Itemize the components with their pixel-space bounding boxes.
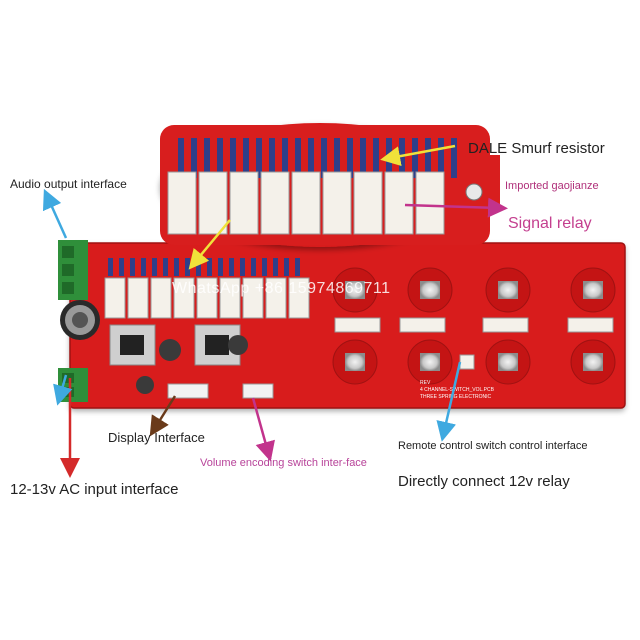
inset-resistor [308, 138, 314, 178]
inset-resistor [321, 138, 327, 178]
inset-relay [291, 171, 321, 235]
inset-resistor [347, 138, 353, 178]
board-relay [173, 277, 195, 319]
jack-pad-bottom-metal [583, 353, 603, 371]
board-relay [150, 277, 172, 319]
inset-resistor [282, 138, 288, 178]
label-direct-relay: Directly connect 12v relay [398, 473, 570, 490]
board-resistor [284, 258, 289, 276]
terminal-block-top [58, 240, 88, 300]
label-remote: Remote control switch control interface [398, 440, 588, 452]
regulator-heatsinks [109, 324, 248, 394]
inset-resistor-row [178, 138, 457, 178]
board-relay [104, 277, 126, 319]
board-resistor [229, 258, 234, 276]
board-resistor [207, 258, 212, 276]
inset-resistor [256, 138, 262, 178]
inset-resistor [425, 138, 431, 178]
inset-resistor [269, 138, 275, 178]
inset-resistor [438, 138, 444, 178]
board-resistor [185, 258, 190, 276]
capacitor [60, 300, 100, 340]
board-rev-text: REV [420, 380, 431, 386]
jack-pad-top-metal [583, 281, 603, 299]
board-maker-text: THREE SPRING ELECTRONIC [420, 394, 492, 400]
inset-resistor [373, 138, 379, 178]
inset-relay [260, 171, 290, 235]
watermark: WhatsApp +86 15974869711 [172, 280, 391, 297]
board-relay-row [104, 277, 310, 319]
inset-resistor [360, 138, 366, 178]
jack-pad-bottom-metal [345, 353, 365, 371]
jack-pad-bottom-metal [420, 353, 440, 371]
jack-pad-top-metal [498, 281, 518, 299]
inset-relay [198, 171, 228, 235]
board-resistor [163, 258, 168, 276]
inset-relay [353, 171, 383, 235]
label-imported: Imported gaojianze [505, 180, 599, 192]
board-resistor [152, 258, 157, 276]
board-relay [127, 277, 149, 319]
board-name-text: 4 CHANNEL-SWITCH_VOL.PCB [420, 387, 495, 393]
board-silkscreen: REV 4 CHANNEL-SWITCH_VOL.PCB THREE SPRIN… [420, 380, 495, 400]
inset-resistor [243, 138, 249, 178]
inset-resistor [191, 138, 197, 178]
board-resistor [130, 258, 135, 276]
inset-resistor [334, 138, 340, 178]
board-relay [265, 277, 287, 319]
inset-resistor [451, 138, 457, 178]
label-ac-input: 12-13v AC input interface [10, 481, 179, 498]
label-signal-relay: Signal relay [508, 215, 592, 232]
board-resistor [240, 258, 245, 276]
inset-relay [229, 171, 259, 235]
inset-resistor [295, 138, 301, 178]
label-audio-output: Audio output interface [10, 177, 127, 191]
label-dale-resistor: DALE Smurf resistor [468, 140, 605, 157]
jack-pad-top-metal [420, 281, 440, 299]
callout-arrows [42, 144, 508, 478]
board-resistor [108, 258, 113, 276]
board-relay [242, 277, 264, 319]
board-resistor [262, 258, 267, 276]
inset-relay [415, 171, 445, 235]
board-relay [196, 277, 218, 319]
board-relay [219, 277, 241, 319]
inset-relay-row [167, 171, 445, 235]
signal-relays [334, 317, 614, 370]
board-relay [288, 277, 310, 319]
label-volume: Volume encoding switch inter-face [200, 457, 367, 469]
board-resistor [218, 258, 223, 276]
inset-resistor [230, 138, 236, 178]
jack-pad-bottom-metal [498, 353, 518, 371]
board-resistor [174, 258, 179, 276]
board-resistor [251, 258, 256, 276]
board-resistor-row [108, 258, 300, 276]
inset-resistor [204, 138, 210, 178]
jack-pad-top-metal [345, 281, 365, 299]
inset-relay [167, 171, 197, 235]
display-connector [167, 383, 274, 399]
inset-relay [322, 171, 352, 235]
inset-resistor [412, 138, 418, 178]
board-resistor [295, 258, 300, 276]
inset-resistor [217, 138, 223, 178]
board-resistor [119, 258, 124, 276]
board-resistor [273, 258, 278, 276]
output-jack-pads [332, 267, 616, 385]
board-resistor [141, 258, 146, 276]
label-display: Display Interface [108, 430, 205, 445]
inset-resistor [399, 138, 405, 178]
inset-resistor [178, 138, 184, 178]
inset-relay [384, 171, 414, 235]
